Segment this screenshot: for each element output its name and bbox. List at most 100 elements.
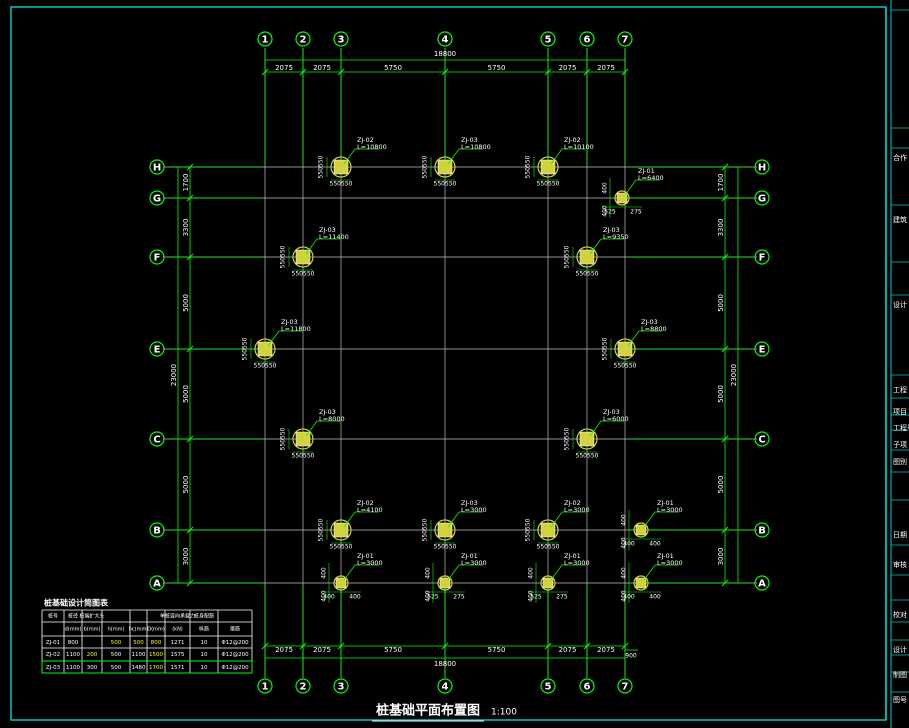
- axis-bubble-G: G: [149, 190, 165, 206]
- pile-offset-label: 275: [556, 594, 568, 601]
- pile-size-label: 400: [425, 590, 432, 602]
- pile-length: L=3000: [657, 559, 683, 567]
- axis-bubble-circle: [540, 678, 556, 694]
- title-block-item: 日期: [893, 531, 907, 539]
- axis-bubble-label: 3: [338, 682, 345, 693]
- table-cell: 10: [201, 640, 208, 646]
- dimension-label-x: 2075: [597, 646, 615, 654]
- table-header: 桩身配筋: [194, 613, 214, 620]
- pile-size-label: 550550: [564, 427, 571, 450]
- axis-bubble-1: 1: [257, 678, 273, 694]
- pile-leader: [550, 148, 586, 165]
- axis-bubble-H: H: [149, 159, 165, 175]
- pile-circle: [434, 519, 456, 541]
- title-block-item: 设计: [893, 645, 907, 654]
- pile-leader: [343, 148, 379, 165]
- pile-offset-label: 400: [349, 594, 361, 601]
- dimension-overall-label: 18800: [434, 660, 456, 668]
- table-cell: 800: [151, 640, 162, 646]
- pile-cap: [335, 577, 347, 589]
- pile-cap: [635, 577, 647, 589]
- pile-size-label: 550550: [242, 337, 249, 360]
- pile-leader: [643, 511, 679, 528]
- title-block-item: 校对: [893, 610, 907, 619]
- pile-length: L=8800: [641, 325, 667, 333]
- pile-circle: [540, 575, 556, 591]
- pile-size-label: 550550: [434, 544, 457, 551]
- dimension-label-x: 2075: [313, 646, 331, 654]
- table-cell: 500: [133, 640, 144, 646]
- axis-bubble-label: 1: [262, 682, 269, 693]
- dimension-label-y: 5000: [717, 476, 725, 494]
- pile-size-label: 550550: [422, 155, 429, 178]
- axis-bubble-label: H: [758, 163, 766, 174]
- pile-cap: [257, 341, 273, 357]
- dimension-label-x: 2075: [597, 64, 615, 72]
- title-block-item: 工程: [893, 385, 907, 394]
- dimension-label-x: 5750: [384, 646, 402, 654]
- axis-bubble-label: H: [153, 163, 161, 174]
- axis-bubble-circle: [754, 575, 770, 591]
- pile-leader: [343, 564, 379, 581]
- axis-bubble-circle: [754, 159, 770, 175]
- dimension-tick: [721, 579, 729, 587]
- dimension-tick: [583, 68, 591, 76]
- dimension-label-x: 2075: [559, 64, 577, 72]
- axis-bubble-label: 2: [300, 682, 307, 693]
- axis-bubble-circle: [579, 678, 595, 694]
- pile-name: ZJ-02: [564, 136, 581, 144]
- dimension-label-x: 2075: [275, 646, 293, 654]
- dimension-tick: [186, 579, 194, 587]
- dimension-tick: [721, 345, 729, 353]
- table-cell: 1100: [132, 652, 146, 658]
- dimension-label-y: 3300: [182, 219, 190, 237]
- axis-bubble-circle: [437, 31, 453, 47]
- title-block-item: 制图: [893, 670, 907, 679]
- axis-bubble-2: 2: [295, 31, 311, 47]
- axis-bubble-label: G: [758, 194, 766, 205]
- axis-bubble-circle: [149, 522, 165, 538]
- table-cell: 1571: [171, 665, 185, 671]
- axis-bubble-circle: [754, 249, 770, 265]
- pile-name: ZJ-02: [564, 499, 581, 507]
- dimension-tick: [186, 253, 194, 261]
- title-block-item: 项目: [893, 408, 907, 416]
- pile-leader: [624, 179, 660, 196]
- axis-bubble-circle: [295, 31, 311, 47]
- table-subheader: h(mm): [108, 627, 125, 633]
- dimension-extra-label: 900: [625, 653, 637, 660]
- pile-cap: [542, 577, 554, 589]
- pile-leader: [447, 564, 483, 581]
- pile-offset-label: 400: [649, 594, 661, 601]
- axis-bubble-circle: [579, 31, 595, 47]
- axis-bubble-B: B: [754, 522, 770, 538]
- axis-bubble-label: 3: [338, 35, 345, 46]
- axis-bubble-circle: [149, 159, 165, 175]
- axis-bubble-7: 7: [617, 31, 633, 47]
- dimension-label-y: 5000: [182, 385, 190, 403]
- pile-size-label: 550550: [564, 245, 571, 268]
- dimension-overall-label: 18800: [434, 50, 456, 58]
- pile-circle: [614, 190, 630, 206]
- pile-length: L=4100: [357, 506, 383, 514]
- pile-size-label: 400: [528, 590, 535, 602]
- table-cell: ZJ-01: [46, 640, 60, 646]
- pile-size-label: 550550: [292, 453, 315, 460]
- pile-size-label: 400: [602, 182, 609, 194]
- axis-bubble-3: 3: [333, 678, 349, 694]
- title-block-item: 工程号: [893, 423, 909, 432]
- pile-length: L=3000: [461, 506, 487, 514]
- dimension-label-y: 5000: [717, 294, 725, 312]
- pile-circle: [633, 522, 649, 538]
- pile-leader: [267, 330, 303, 347]
- pile-size-label: 550550: [434, 181, 457, 188]
- table-cell: 1575: [171, 652, 185, 658]
- pile-name: ZJ-01: [564, 552, 581, 560]
- dimension-label-y: 5000: [717, 385, 725, 403]
- pile-cap: [439, 577, 451, 589]
- pile-leader: [589, 420, 625, 437]
- table-subheader: (kN): [172, 627, 183, 633]
